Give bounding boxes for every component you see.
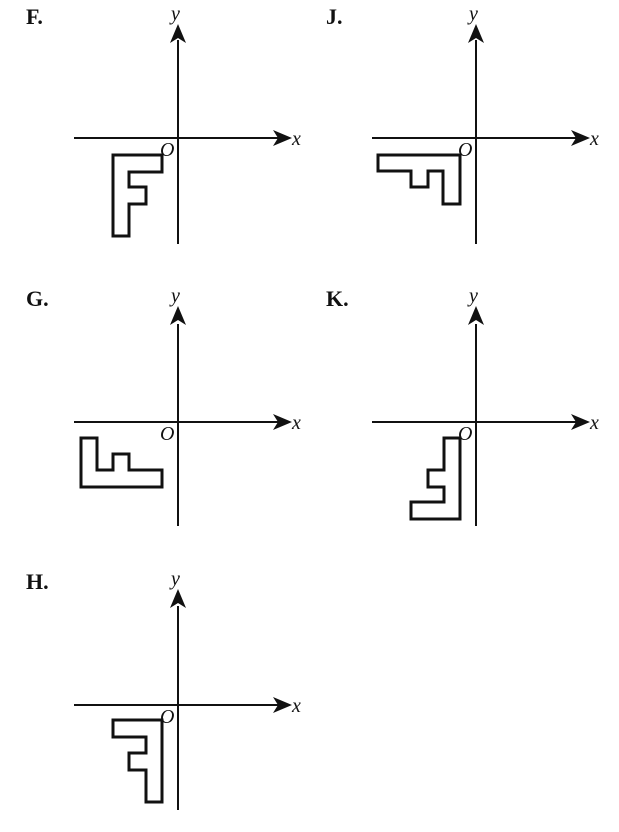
x-axis-arrow-icon [571, 414, 590, 430]
x-axis-arrow-icon [273, 414, 292, 430]
y-axis-arrow-icon [468, 24, 484, 43]
option-f[interactable]: F. x y O [26, 3, 301, 244]
x-axis-label: x [291, 695, 301, 717]
letter-f-rotated-outline-icon [79, 436, 164, 489]
y-axis-label: y [467, 3, 478, 25]
x-axis-arrow-icon [273, 130, 292, 146]
y-axis-label: y [467, 285, 478, 307]
x-axis-label: x [589, 412, 599, 434]
y-axis-arrow-icon [170, 24, 186, 43]
option-g-label: G. [26, 286, 49, 311]
y-axis-label: y [169, 285, 180, 307]
origin-label: O [160, 139, 174, 161]
x-axis-arrow-icon [571, 130, 590, 146]
y-axis-arrow-icon [170, 306, 186, 325]
x-axis-label: x [291, 128, 301, 150]
letter-f-mirrored-outline-icon [409, 436, 462, 521]
x-axis-label: x [589, 128, 599, 150]
option-j-label: J. [326, 4, 343, 29]
y-axis-arrow-icon [468, 306, 484, 325]
letter-f-rotated-outline-icon [376, 153, 462, 206]
y-axis-label: y [169, 568, 180, 590]
letter-f-upside-down-outline-icon [111, 718, 164, 804]
x-axis-label: x [291, 412, 301, 434]
letter-f-outline-icon [111, 153, 164, 238]
option-g[interactable]: G. x y O [26, 285, 301, 526]
y-axis-arrow-icon [170, 589, 186, 608]
option-k[interactable]: K. x y O [326, 285, 599, 526]
origin-label: O [458, 423, 472, 445]
option-f-label: F. [26, 4, 43, 29]
origin-label: O [458, 139, 472, 161]
origin-label: O [160, 423, 174, 445]
option-k-label: K. [326, 286, 349, 311]
origin-label: O [160, 706, 174, 728]
option-h[interactable]: H. x y O [26, 568, 301, 810]
option-h-label: H. [26, 569, 49, 594]
x-axis-arrow-icon [273, 697, 292, 713]
option-j[interactable]: J. x y O [326, 3, 599, 244]
y-axis-label: y [169, 3, 180, 25]
